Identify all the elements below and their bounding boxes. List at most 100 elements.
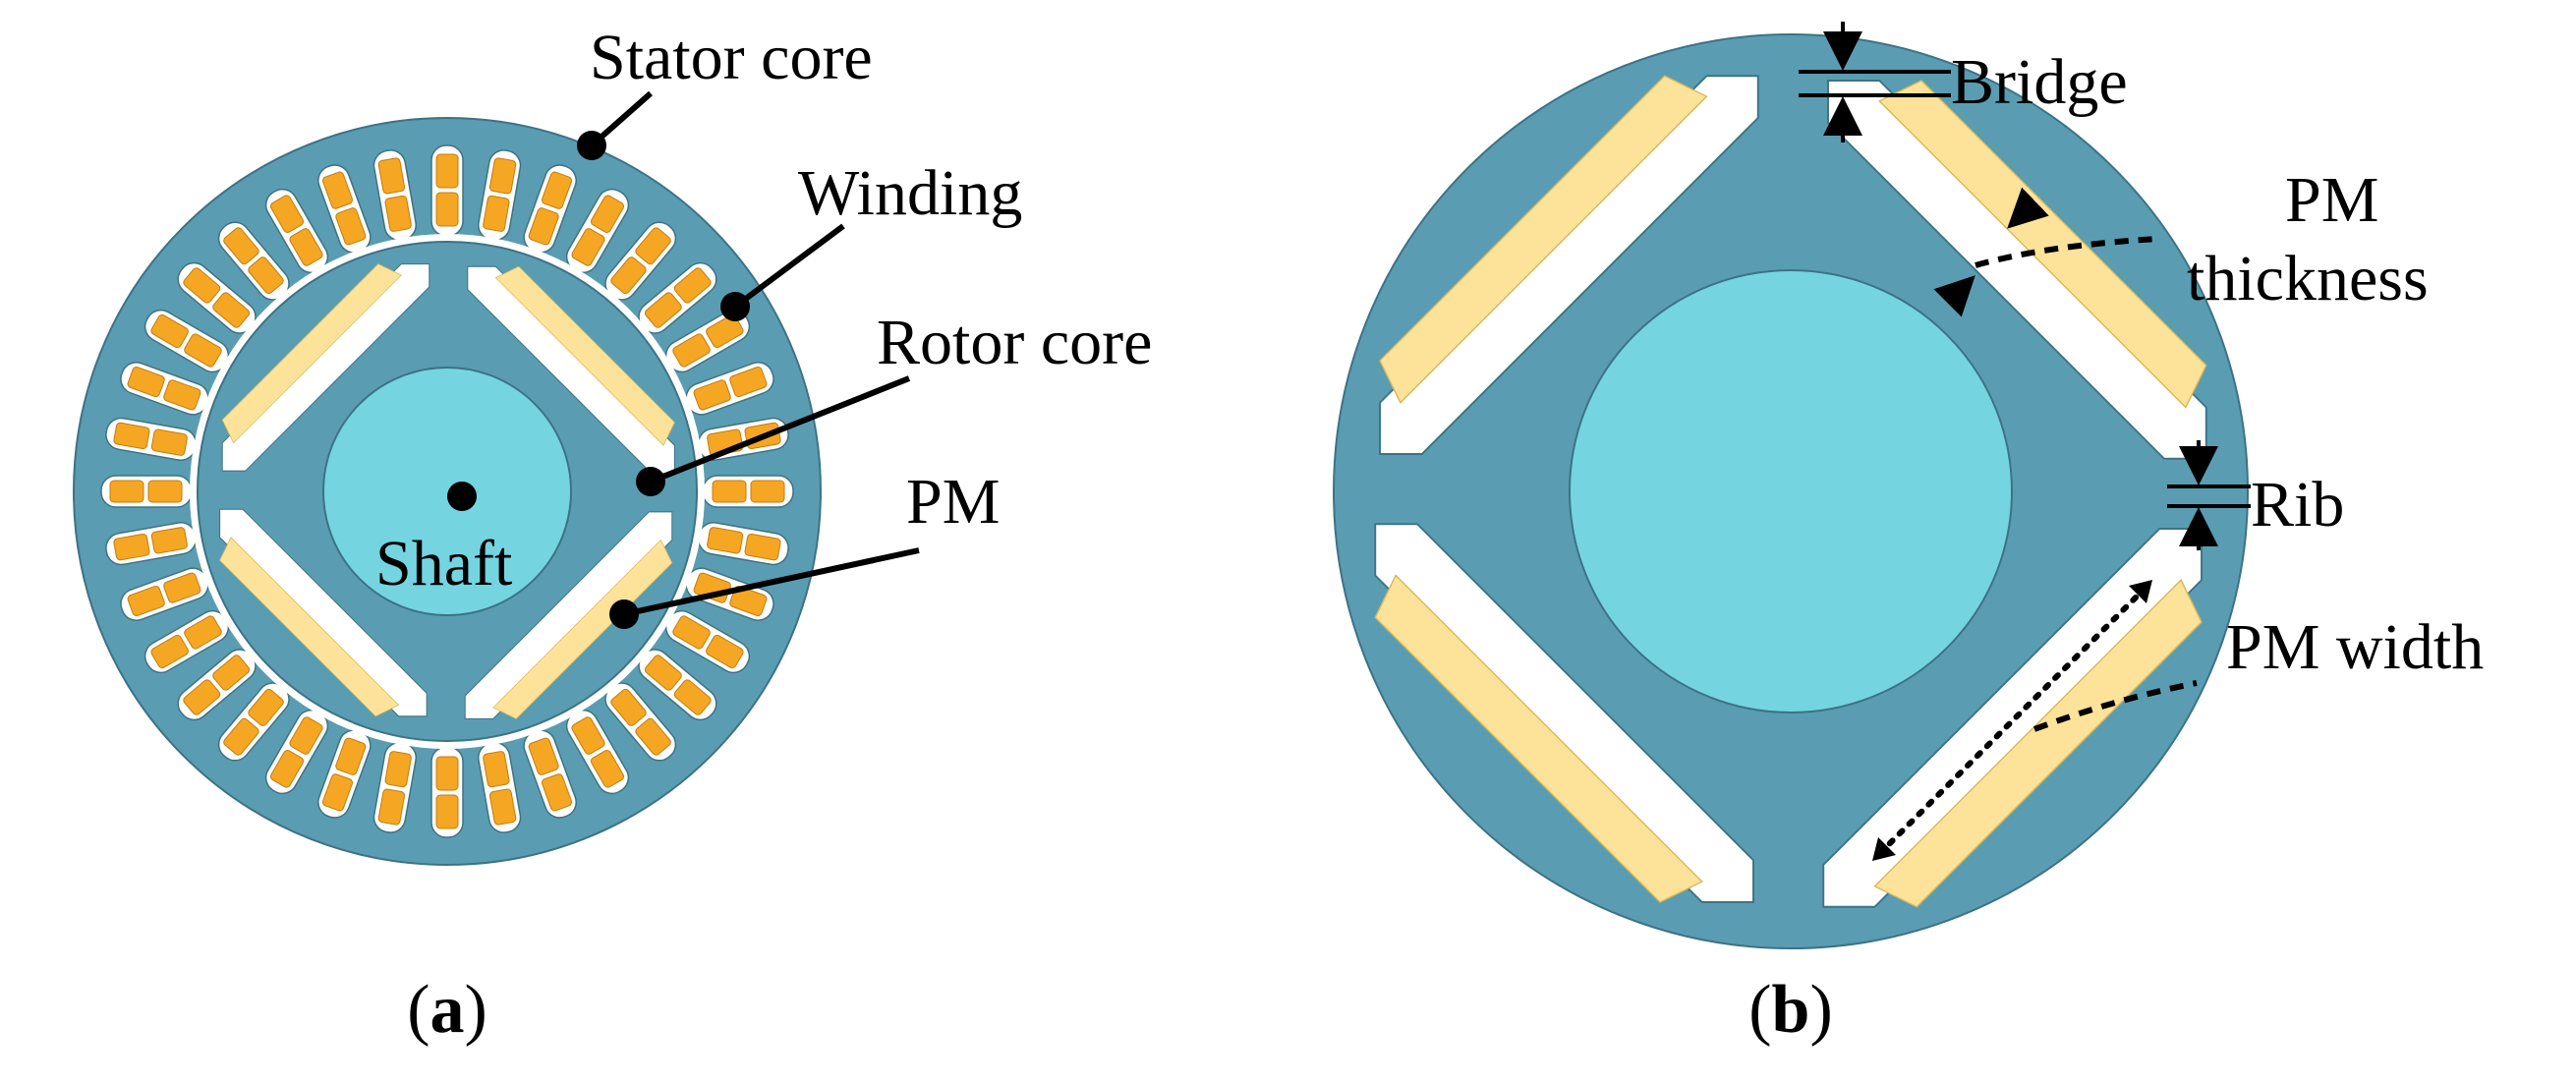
winding-coil [150, 314, 189, 349]
winding-coil [706, 314, 744, 349]
permanent-magnet [219, 537, 400, 717]
winding-coil [750, 480, 785, 503]
flux-barrier [221, 263, 430, 472]
dot-winding [720, 292, 750, 321]
label-rib: Rib [2251, 469, 2344, 541]
stator-slot [478, 149, 522, 247]
winding-coil [590, 750, 625, 788]
winding-coil [483, 751, 510, 788]
stator-slot [692, 522, 789, 566]
pm-width-dimension [1872, 580, 2198, 861]
winding-coil [673, 679, 712, 715]
stator-slot [636, 649, 717, 721]
winding-coil [672, 333, 711, 368]
permanent-magnet [492, 539, 673, 719]
permanent-magnet [1873, 579, 2203, 908]
stator-slot [217, 221, 290, 303]
shaft [322, 367, 572, 616]
stator-slot [604, 680, 677, 762]
stator-slot [264, 188, 329, 277]
stator-slot [120, 567, 214, 621]
label-pm-thickness-1: PM [2285, 164, 2378, 236]
permanent-magnet [494, 265, 675, 446]
rotor-pole [1374, 523, 1754, 903]
winding-coil [248, 256, 284, 295]
flux-barrier [219, 508, 428, 717]
flux-barrier [1374, 523, 1754, 903]
flux-barrier [1379, 75, 1759, 455]
stator-slot [661, 309, 751, 373]
winding-coil [610, 256, 647, 295]
dot-pm [609, 599, 639, 629]
stator-slots [100, 144, 794, 838]
caption-b: (b) [1748, 972, 1833, 1048]
winding-coil [269, 195, 305, 233]
winding-coil [377, 157, 406, 195]
winding-coil [127, 585, 165, 617]
winding-coil [109, 480, 144, 503]
winding-coil [321, 171, 354, 209]
stator-slot [661, 609, 751, 674]
winding-coil [150, 527, 188, 554]
dot-rotor [636, 467, 665, 496]
stator-slot [264, 706, 329, 795]
winding-coil [541, 773, 573, 812]
stator-slot [143, 309, 233, 373]
winding-coil [113, 533, 150, 561]
pm-thickness-dimension [1933, 187, 2158, 317]
label-bridge: Bridge [1951, 46, 2128, 118]
winding-coil [528, 737, 559, 775]
winding-coil [483, 195, 510, 232]
winding-coil [127, 366, 165, 398]
bridge-dimension [1799, 22, 1951, 142]
winding-coil [488, 788, 517, 826]
stator-slot [697, 475, 794, 508]
winding-coil [183, 267, 221, 304]
winding-coil [183, 679, 221, 715]
winding-coil [528, 207, 559, 246]
dot-shaft [447, 482, 477, 511]
winding-coil [184, 333, 222, 368]
stator-slot [565, 706, 630, 795]
stator-slot [317, 724, 372, 819]
rotor-pole [221, 263, 430, 472]
stator-slot [143, 609, 233, 674]
winding-coil [590, 195, 625, 233]
permanent-magnet [1878, 80, 2207, 409]
stator-slot [105, 417, 202, 461]
stator-slot [105, 522, 202, 566]
winding-coil [707, 527, 744, 554]
winding-coil [384, 751, 412, 788]
winding-coil [571, 716, 605, 755]
winding-coil [729, 366, 768, 398]
winding-coil [113, 422, 150, 450]
rotor-pole [219, 508, 428, 717]
winding-coil [289, 228, 323, 266]
winding-coil [712, 480, 747, 503]
winding-coil [147, 480, 183, 503]
winding-coil [289, 716, 323, 755]
winding-coil [435, 192, 459, 227]
winding-coil [212, 655, 251, 691]
winding-coil [488, 157, 517, 195]
rib-dimension [2167, 440, 2251, 550]
label-stator-core: Stator core [590, 22, 873, 93]
panel-b-rotor: Bridge PM thickness Rib PM width (b) [1333, 22, 2484, 1048]
winding-coil [377, 788, 406, 826]
winding-coil [212, 292, 251, 328]
stator-slot [372, 149, 417, 247]
label-winding: Winding [798, 157, 1022, 229]
leader-winding [733, 223, 845, 310]
winding-coil [163, 572, 201, 603]
winding-coil [184, 615, 222, 650]
stator-slot [177, 261, 258, 334]
winding-coil [672, 615, 711, 650]
winding-coil [635, 717, 671, 756]
stator-slot [430, 144, 464, 242]
winding-coil [644, 655, 682, 691]
stator-slot [680, 362, 774, 416]
label-pm-thickness-2: thickness [2187, 243, 2429, 314]
label-rotor-core: Rotor core [877, 307, 1152, 378]
winding-coil [384, 195, 412, 232]
winding-coil [223, 227, 259, 265]
